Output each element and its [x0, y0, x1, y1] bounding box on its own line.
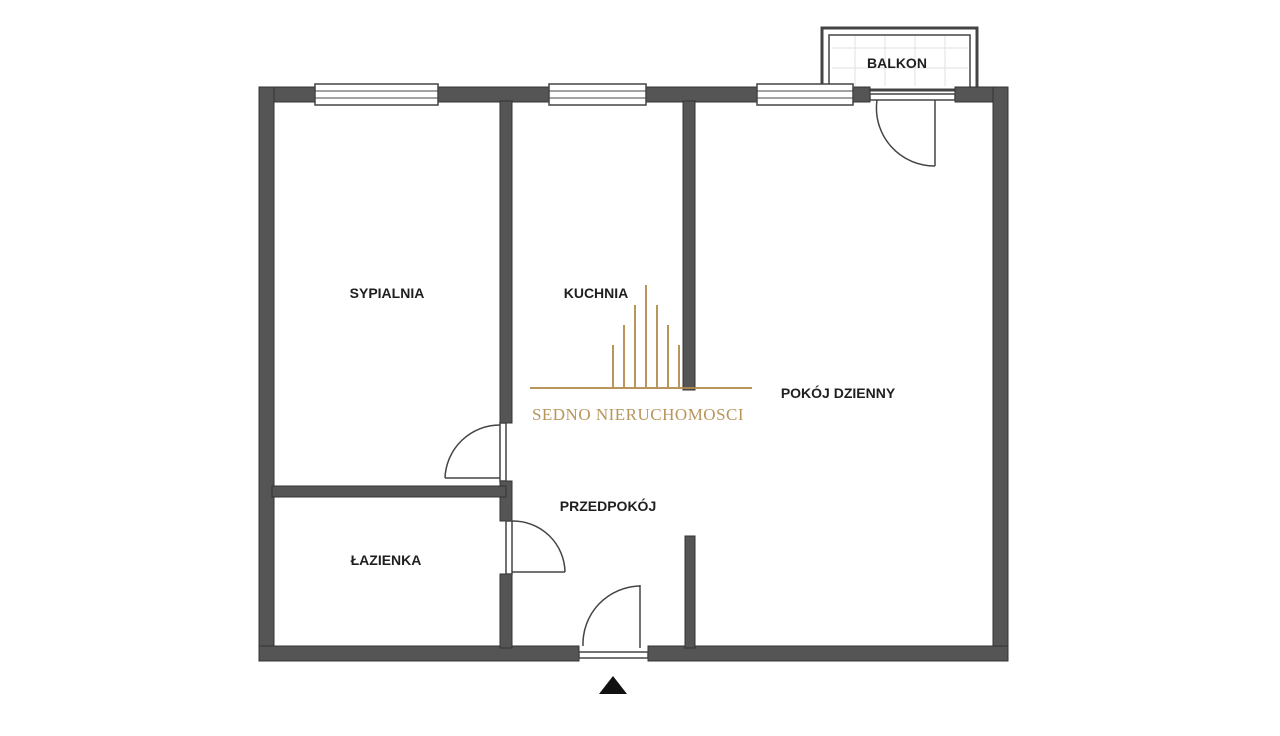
- room-label-kitchen: KUCHNIA: [564, 285, 629, 301]
- windows: [314, 83, 854, 106]
- door-entrance: [578, 585, 649, 659]
- window-living: [756, 83, 854, 106]
- room-label-bedroom: SYPIALNIA: [350, 285, 425, 301]
- door-balcony: [869, 93, 956, 167]
- window-bedroom: [314, 83, 439, 106]
- entrance-arrow-icon: [599, 676, 627, 694]
- door-bathroom: [505, 520, 566, 575]
- room-label-balcony: BALKON: [867, 55, 927, 71]
- outer-walls: [258, 86, 1009, 662]
- window-kitchen: [548, 83, 647, 106]
- balcony-tiles: [832, 36, 968, 86]
- watermark-text: SEDNO NIERUCHOMOSCI: [532, 405, 744, 424]
- balcony-outline: [820, 26, 979, 92]
- balcony: [820, 26, 979, 92]
- room-label-living: POKÓJ DZIENNY: [781, 384, 896, 401]
- interior-walls: [271, 100, 696, 649]
- room-label-bathroom: ŁAZIENKA: [351, 552, 422, 568]
- sedno-logo-icon: [530, 285, 752, 389]
- doors: [444, 93, 956, 659]
- door-bedroom: [444, 422, 507, 482]
- room-label-hall: PRZEDPOKÓJ: [560, 497, 656, 514]
